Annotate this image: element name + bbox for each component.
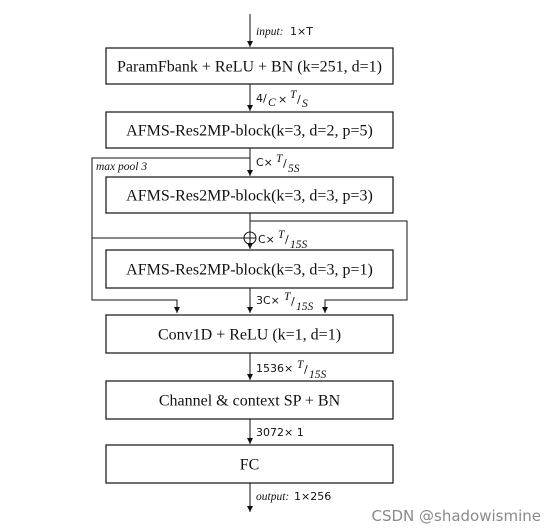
dim-after-afms1-sub: 5S bbox=[288, 163, 300, 175]
dim-after-sum-slash: / bbox=[285, 233, 289, 246]
afms-block-1 bbox=[105, 111, 394, 149]
dim-after-sum-sub: 15S bbox=[290, 239, 308, 251]
input-dims: 1×T bbox=[290, 25, 313, 38]
pooling-label: Channel & context SP + BN bbox=[159, 393, 341, 410]
afms-block-3-label: AFMS-Res2MP-block(k=3, d=3, p=1) bbox=[126, 262, 373, 279]
dim-after-afms1-t: T bbox=[276, 153, 284, 165]
afms-block-1-label: AFMS-Res2MP-block(k=3, d=2, p=5) bbox=[126, 123, 373, 140]
fc-label: FC bbox=[240, 457, 260, 474]
afms-block-2 bbox=[105, 176, 394, 214]
dim-conv-t: T bbox=[297, 359, 305, 371]
max-pool-label: max pool 3 bbox=[96, 161, 147, 173]
dim-after-fbank-s: S bbox=[302, 98, 308, 110]
output-dims: 1×256 bbox=[294, 490, 331, 503]
fc-block bbox=[105, 444, 394, 484]
input-label: input: bbox=[256, 26, 283, 38]
dim-after-fbank-slash: / bbox=[297, 93, 301, 106]
afms-block-2-label: AFMS-Res2MP-block(k=3, d=3, p=3) bbox=[126, 188, 373, 205]
conv1d-label: Conv1D + ReLU (k=1, d=1) bbox=[158, 327, 341, 344]
watermark: CSDN @shadowismine bbox=[371, 507, 541, 525]
dim-concat-c: 3C× bbox=[256, 294, 280, 307]
dim-after-sum-c: C× bbox=[258, 233, 275, 246]
dim-concat-t: T bbox=[284, 291, 292, 303]
dim-after-fbank-main: 4/ bbox=[256, 92, 267, 105]
dim-after-fbank-times: × bbox=[278, 93, 287, 106]
paramfbank-label: ParamFbank + ReLU + BN (k=251, d=1) bbox=[117, 59, 382, 76]
output-label: output: bbox=[256, 491, 289, 503]
dim-after-afms1-c: C× bbox=[256, 156, 273, 169]
dim-pool: 3072× 1 bbox=[256, 426, 304, 439]
afms-block-3 bbox=[105, 249, 394, 289]
max-pool-skip-path bbox=[91, 157, 250, 313]
dim-concat-sub: 15S bbox=[296, 301, 314, 313]
dim-after-fbank-t: T bbox=[290, 89, 298, 101]
afms2-skip-path bbox=[250, 220, 408, 313]
dim-after-fbank-c: C bbox=[268, 97, 276, 109]
dim-after-sum-t: T bbox=[278, 229, 286, 241]
dim-after-afms1-slash: / bbox=[283, 157, 287, 170]
dim-conv-sub: 15S bbox=[309, 369, 327, 381]
pooling-block bbox=[105, 380, 394, 420]
dim-conv-slash: / bbox=[304, 363, 308, 376]
dim-concat-slash: / bbox=[291, 295, 295, 308]
dim-conv-main: 1536× bbox=[256, 362, 293, 375]
